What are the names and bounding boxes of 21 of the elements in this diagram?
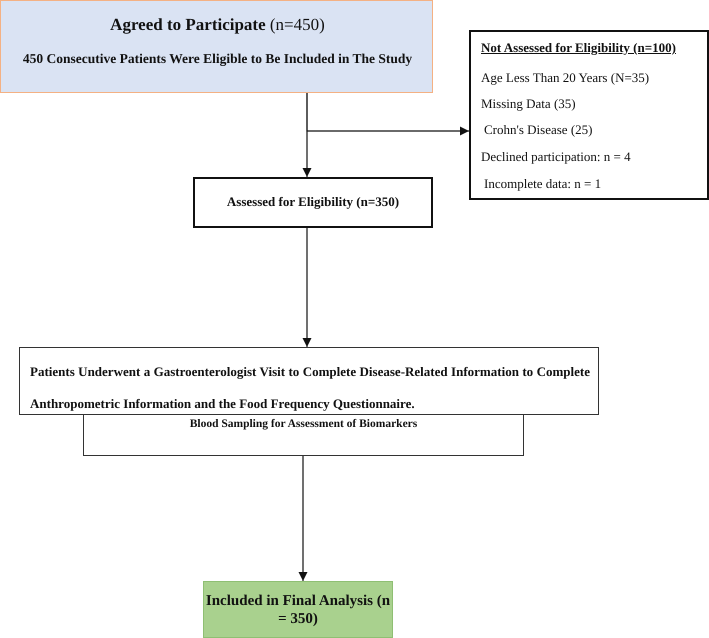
box-text: Included in Final Analysis (n = 350) <box>204 592 392 628</box>
process-box <box>193 177 433 228</box>
box-text: Crohn's Disease (25) <box>484 122 594 138</box>
box-text: Declined participation: n = 4 <box>481 149 632 165</box>
box-text: Incomplete data: n = 1 <box>484 176 602 192</box>
arrow <box>306 93 469 136</box>
box-text: Age Less Than 20 Years (N=35) <box>481 70 650 86</box>
box-text: Patients Underwent a Gastroenterologist Visit to Complete Disease-Related Information to Complete Anthropometric Information and the Food Frequency Questionnaire. <box>30 363 590 413</box>
process-box <box>83 414 524 456</box>
arrow <box>298 456 308 581</box>
exclusion-box <box>469 30 709 200</box>
box-text: Blood Sampling for Assessment of Biomarkers <box>188 418 418 430</box>
box-text: 450 Consecutive Patients Were Eligible to Be Included in The Study <box>22 51 414 67</box>
outcome-box <box>203 581 393 638</box>
process-box <box>19 347 599 415</box>
arrow <box>302 228 312 347</box>
box-text: Assessed for Eligibility (n=350) <box>226 194 400 210</box>
process-box <box>0 0 433 93</box>
box-heading: Not Assessed for Eligibility (n=100) <box>481 40 677 56</box>
box-text: Missing Data (35) <box>481 96 577 112</box>
box-heading: Agreed to Participate (n=450) <box>109 15 326 35</box>
